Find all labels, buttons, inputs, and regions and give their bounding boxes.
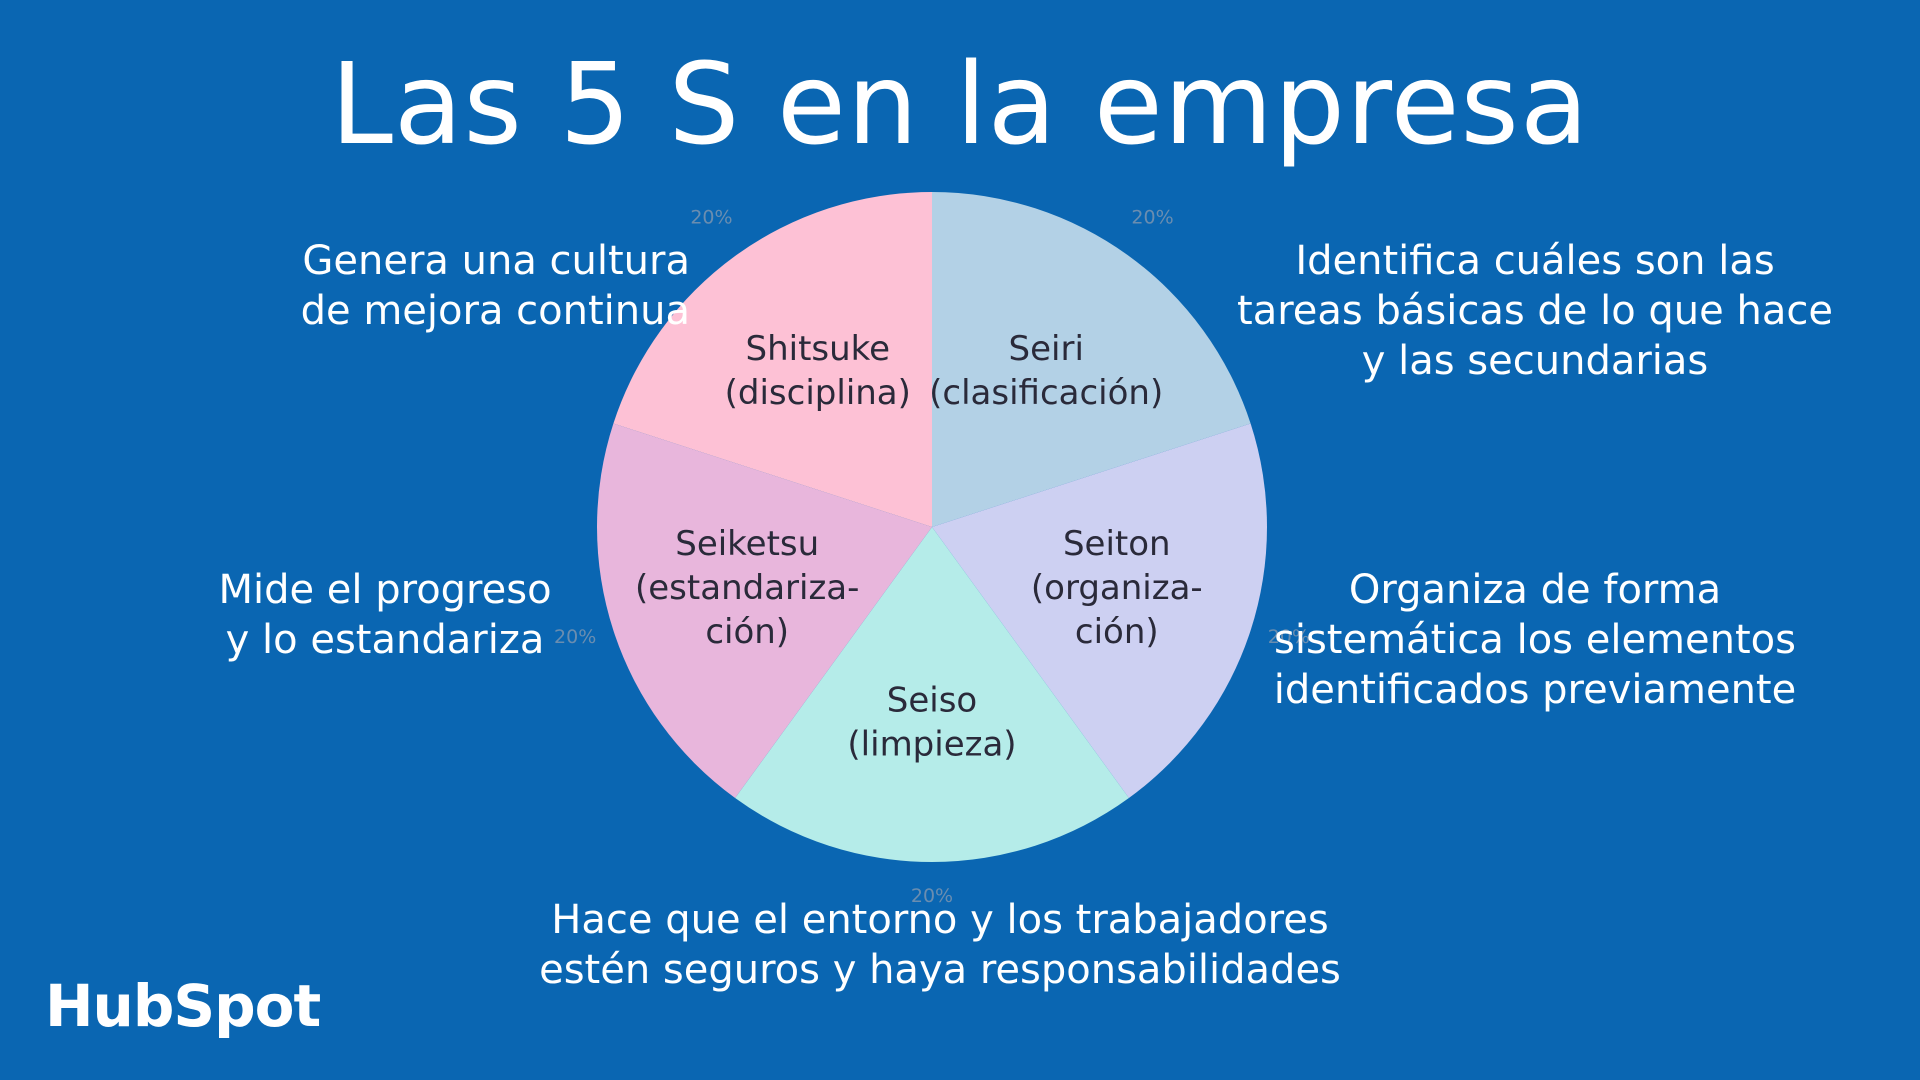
description-line: identificados previamente [1273, 667, 1797, 713]
slice-label-seiton: (organiza- [1031, 568, 1203, 608]
description-seiri: Identifica cuáles son las tareas básicas… [1215, 236, 1855, 386]
description-line: Mide el progreso [218, 567, 552, 613]
pie-slice-seiton [932, 423, 1267, 799]
slice-label-seiton: Seiton [1063, 524, 1171, 564]
slice-label-seiketsu: (estandariza- [635, 568, 859, 608]
description-seiso: Hace que el entorno y los trabajadores e… [460, 895, 1420, 995]
slice-label-shitsuke: (disciplina) [725, 373, 911, 413]
slice-label-seiketsu: Seiketsu [675, 524, 819, 564]
page-title: Las 5 S en la empresa [330, 40, 1590, 170]
slice-label-seiso: Seiso [887, 680, 977, 720]
description-line: y las secundarias [1361, 338, 1709, 384]
pie-slice-seiri [932, 192, 1251, 527]
pie-slice-seiso [735, 527, 1129, 863]
description-line: Genera una cultura [302, 238, 690, 284]
description-seiketsu: Mide el progreso y lo estandariza [190, 565, 580, 665]
slice-label-seiton: ción) [1075, 612, 1159, 652]
description-line: Hace que el entorno y los trabajadores [551, 897, 1329, 943]
pct-label-seiso: 20% [911, 885, 953, 907]
description-line: de mejora continua [300, 288, 690, 334]
slice-label-shitsuke: Shitsuke [746, 329, 891, 369]
description-line: estén seguros y haya responsabilidades [539, 947, 1341, 993]
description-line: Identifica cuáles son las [1295, 238, 1775, 284]
pct-label-seiton: 20% [1268, 626, 1310, 648]
slice-label-seiri: (clasificación) [929, 373, 1163, 413]
description-line: sistemática los elementos [1274, 617, 1796, 663]
hubspot-logo: HubSpot [45, 972, 321, 1040]
pct-label-seiketsu: 20% [554, 626, 596, 648]
slice-label-seiso: (limpieza) [847, 724, 1016, 764]
description-seiton: Organiza de forma sistemática los elemen… [1225, 565, 1845, 715]
description-line: tareas básicas de lo que hace [1237, 288, 1833, 334]
description-line: Organiza de forma [1348, 567, 1722, 613]
description-shitsuke: Genera una cultura de mejora continua [190, 236, 690, 336]
pct-label-shitsuke: 20% [690, 206, 732, 228]
slice-label-seiri: Seiri [1009, 329, 1084, 369]
slice-label-seiketsu: ción) [705, 612, 789, 652]
pct-label-seiri: 20% [1131, 206, 1173, 228]
pie-slice-shitsuke [613, 192, 932, 527]
description-line: y lo estandariza [225, 617, 545, 663]
pie-slice-seiketsu [597, 423, 932, 799]
